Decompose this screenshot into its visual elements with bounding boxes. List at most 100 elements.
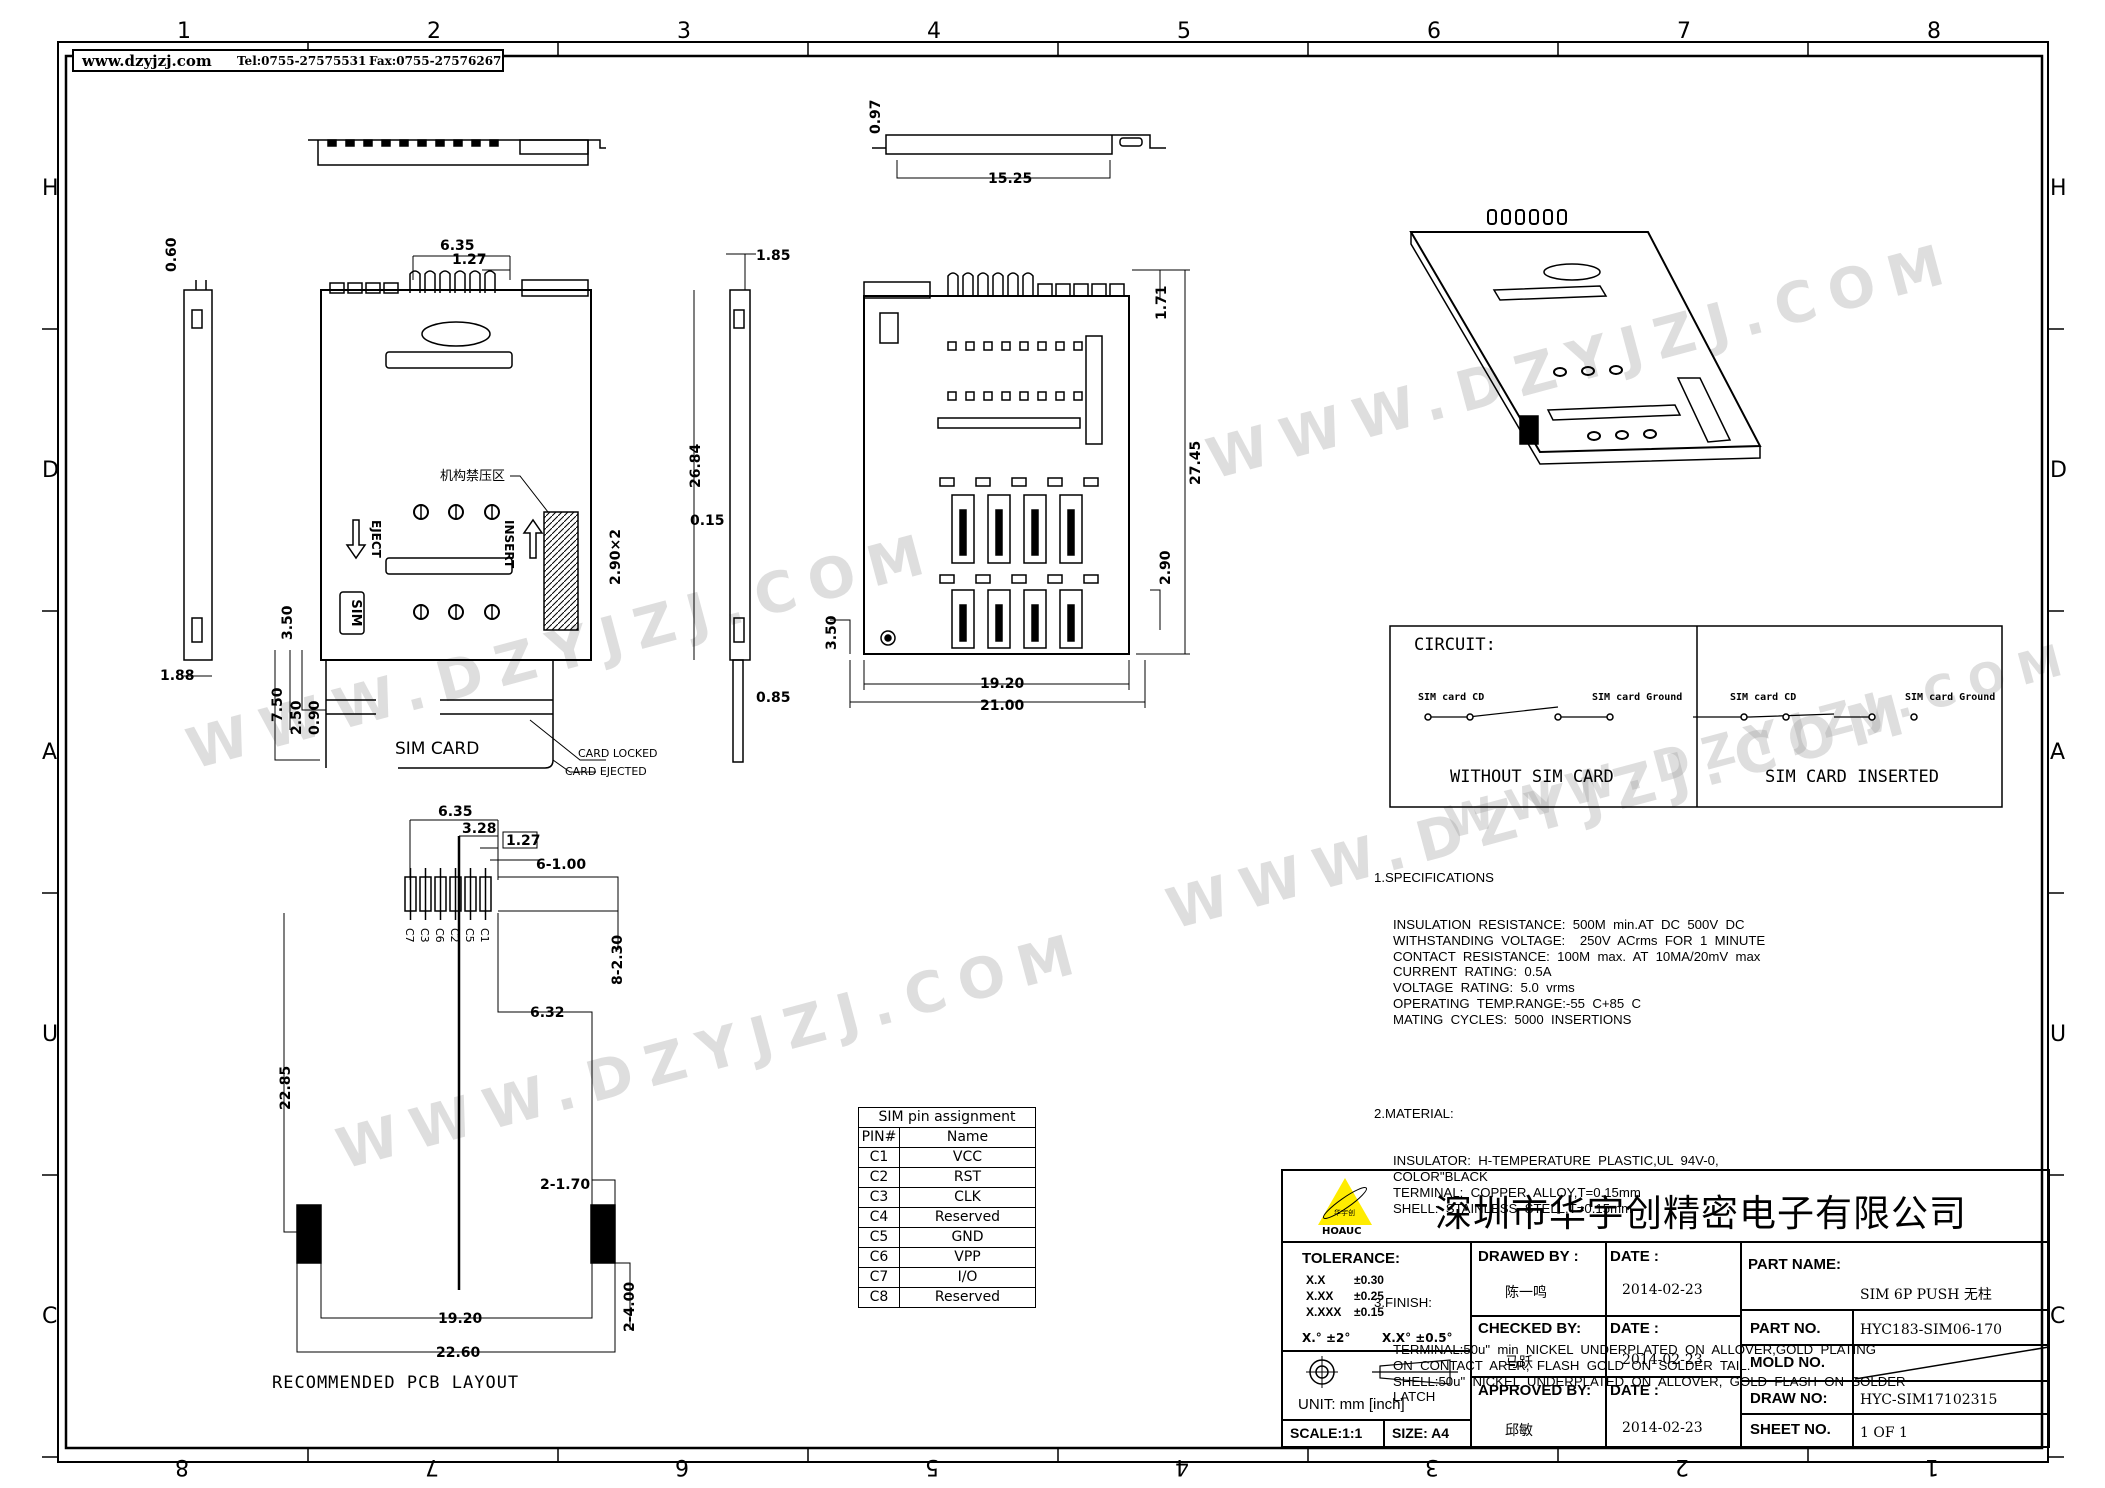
insert-label: INSERT <box>502 520 516 569</box>
dim-label: 22.60 <box>436 1345 481 1361</box>
ruler-label: 2 <box>427 19 441 44</box>
circuit-diagram: CIRCUIT: SIM card CD SIM card Ground SIM… <box>1389 625 2003 808</box>
ruler-label: 8 <box>175 1454 189 1479</box>
ruler-label: 2 <box>1675 1454 1689 1479</box>
size-label: SIZE: A4 <box>1392 1425 1450 1441</box>
ruler-label: A <box>42 740 57 765</box>
cd-label: SIM card CD <box>1730 692 1796 703</box>
tolerance-format: X.XXX <box>1306 1305 1342 1319</box>
eject-label: EJECT <box>369 520 383 559</box>
ruler-label: 4 <box>1175 1454 1189 1479</box>
dim-label: 0.90 <box>307 700 323 735</box>
dim-label: 1.27 <box>452 252 487 268</box>
logo-text: HOAUC <box>1322 1226 1362 1237</box>
pin-number: C5 <box>858 1227 900 1248</box>
ruler-label: H <box>42 176 59 201</box>
tolerance-label: TOLERANCE: <box>1302 1250 1401 1267</box>
front-view: SIM EJECT INSERT 机构禁压区 SIM CARD CARD LOC… <box>270 238 658 778</box>
dim-label: 21.00 <box>980 698 1025 714</box>
tolerance-row: X.XX±0.25 <box>1306 1288 1384 1304</box>
dim-label: 2.90 <box>1158 550 1174 585</box>
checked-by-value: 马跃 <box>1505 1355 1533 1371</box>
pin-name: RST <box>899 1167 1036 1188</box>
approved-by-label: APPROVED BY: <box>1478 1382 1592 1399</box>
pin-number: C3 <box>858 1187 900 1208</box>
top-view-2: 15.25 0.97 <box>868 99 1166 187</box>
pcb-pad-left <box>296 1204 322 1264</box>
drawed-by-label: DRAWED BY : <box>1478 1248 1579 1265</box>
spec-line: SHELL:50u" NICKEL UNDERPLATED ON ALLOVER… <box>1393 1373 1906 1389</box>
ruler-label: 1 <box>1925 1454 1939 1479</box>
ruler-label: 1 <box>177 19 191 44</box>
ruler-label: A <box>2050 740 2065 765</box>
finish-heading: 3.FINISH: <box>1374 1294 1432 1310</box>
left-side-view: 1.88 0.60 <box>160 237 213 684</box>
spec-line: TERMINAL:50u" min NICKEL UNDERPLATED ON … <box>1393 1341 1876 1357</box>
dim-label: 1.71 <box>1154 285 1170 320</box>
dim-label: 15.25 <box>988 171 1032 187</box>
part-no-label: PART NO. <box>1750 1320 1821 1337</box>
pin-number: C7 <box>858 1267 900 1288</box>
date-label: DATE : <box>1610 1320 1659 1337</box>
dim-label: 6.35 <box>438 804 473 820</box>
company-name: 深圳市华宇创精密电子有限公司 <box>1435 1192 1967 1235</box>
date-value: 2014-02-23 <box>1622 1352 1703 1368</box>
dim-label: 1.27 <box>506 833 541 849</box>
dim-label: 6.32 <box>530 1005 565 1021</box>
insert-arrow-icon <box>522 518 544 559</box>
draw-no-label: DRAW NO: <box>1750 1390 1828 1407</box>
dim-label: 2.90×2 <box>608 529 624 585</box>
pin-name: I/O <box>899 1267 1036 1288</box>
pin-number: C1 <box>858 1147 900 1168</box>
part-name-value: SIM 6P PUSH 无柱 <box>1860 1287 1992 1303</box>
dim-label: 22.85 <box>278 1066 294 1110</box>
spec-line: OPERATING TEMP.RANGE:-55 C+85 C <box>1393 995 1642 1011</box>
dim-label: 6.35 <box>440 238 475 254</box>
ruler-label: 5 <box>1177 19 1191 44</box>
spec-line: VOLTAGE RATING: 5.0 vrms <box>1393 980 1575 996</box>
inserted-caption: SIM CARD INSERTED <box>1765 767 1939 787</box>
tolerance-format: X.X <box>1306 1273 1326 1287</box>
ruler-label: D <box>42 458 59 483</box>
pin-number: C8 <box>858 1287 900 1308</box>
card-ejected-label: CARD EJECTED <box>565 765 647 778</box>
ruler-label: 7 <box>1677 19 1691 44</box>
website-link[interactable]: www.dzyjzj.com <box>82 52 212 70</box>
dim-label: 19.20 <box>438 1311 483 1327</box>
spec-line: MATING CYCLES: 5000 INSERTIONS <box>1393 1011 1632 1027</box>
sheet-no-label: SHEET NO. <box>1750 1421 1831 1438</box>
date-value: 2014-02-23 <box>1622 1282 1703 1298</box>
pcb-layout-title: RECOMMENDED PCB LAYOUT <box>272 1373 519 1393</box>
tel-text: Tel:0755-27575531 <box>237 54 367 68</box>
ruler-label: H <box>2050 176 2067 201</box>
part-no-value: HYC183-SIM06-170 <box>1860 1322 2003 1338</box>
without-card-caption: WITHOUT SIM CARD <box>1450 767 1614 787</box>
logo-cn: 华宇创 <box>1334 1209 1355 1217</box>
pin-name: GND <box>899 1227 1036 1248</box>
draw-no-value: HYC-SIM17102315 <box>1860 1392 1998 1408</box>
tolerance-value: ±0.15 <box>1354 1305 1384 1319</box>
pin-name: Reserved <box>899 1207 1036 1228</box>
specifications: 1.SPECIFICATIONS INSULATION RESISTANCE: … <box>1374 838 1906 1421</box>
pin-name: VPP <box>899 1247 1036 1268</box>
ruler-label: C <box>42 1304 57 1329</box>
spec-line: INSULATION RESISTANCE: 500M min.AT DC 50… <box>1393 916 1745 932</box>
pcb-pin-label: C7 <box>403 928 416 943</box>
dim-label: 19.20 <box>980 676 1025 692</box>
dim-label: 2-4.00 <box>622 1282 638 1332</box>
ruler-label: U <box>2050 1022 2066 1047</box>
outer-frame <box>57 41 2049 1463</box>
dim-label: 0.97 <box>868 99 884 134</box>
dim-label: 0.60 <box>164 237 180 272</box>
dim-label: 8-2.30 <box>610 935 626 985</box>
dim-label: 7.50 <box>270 687 286 722</box>
iso-view <box>1409 209 1762 465</box>
company-logo <box>1318 1178 1372 1225</box>
date-value: 2014-02-23 <box>1622 1420 1703 1436</box>
